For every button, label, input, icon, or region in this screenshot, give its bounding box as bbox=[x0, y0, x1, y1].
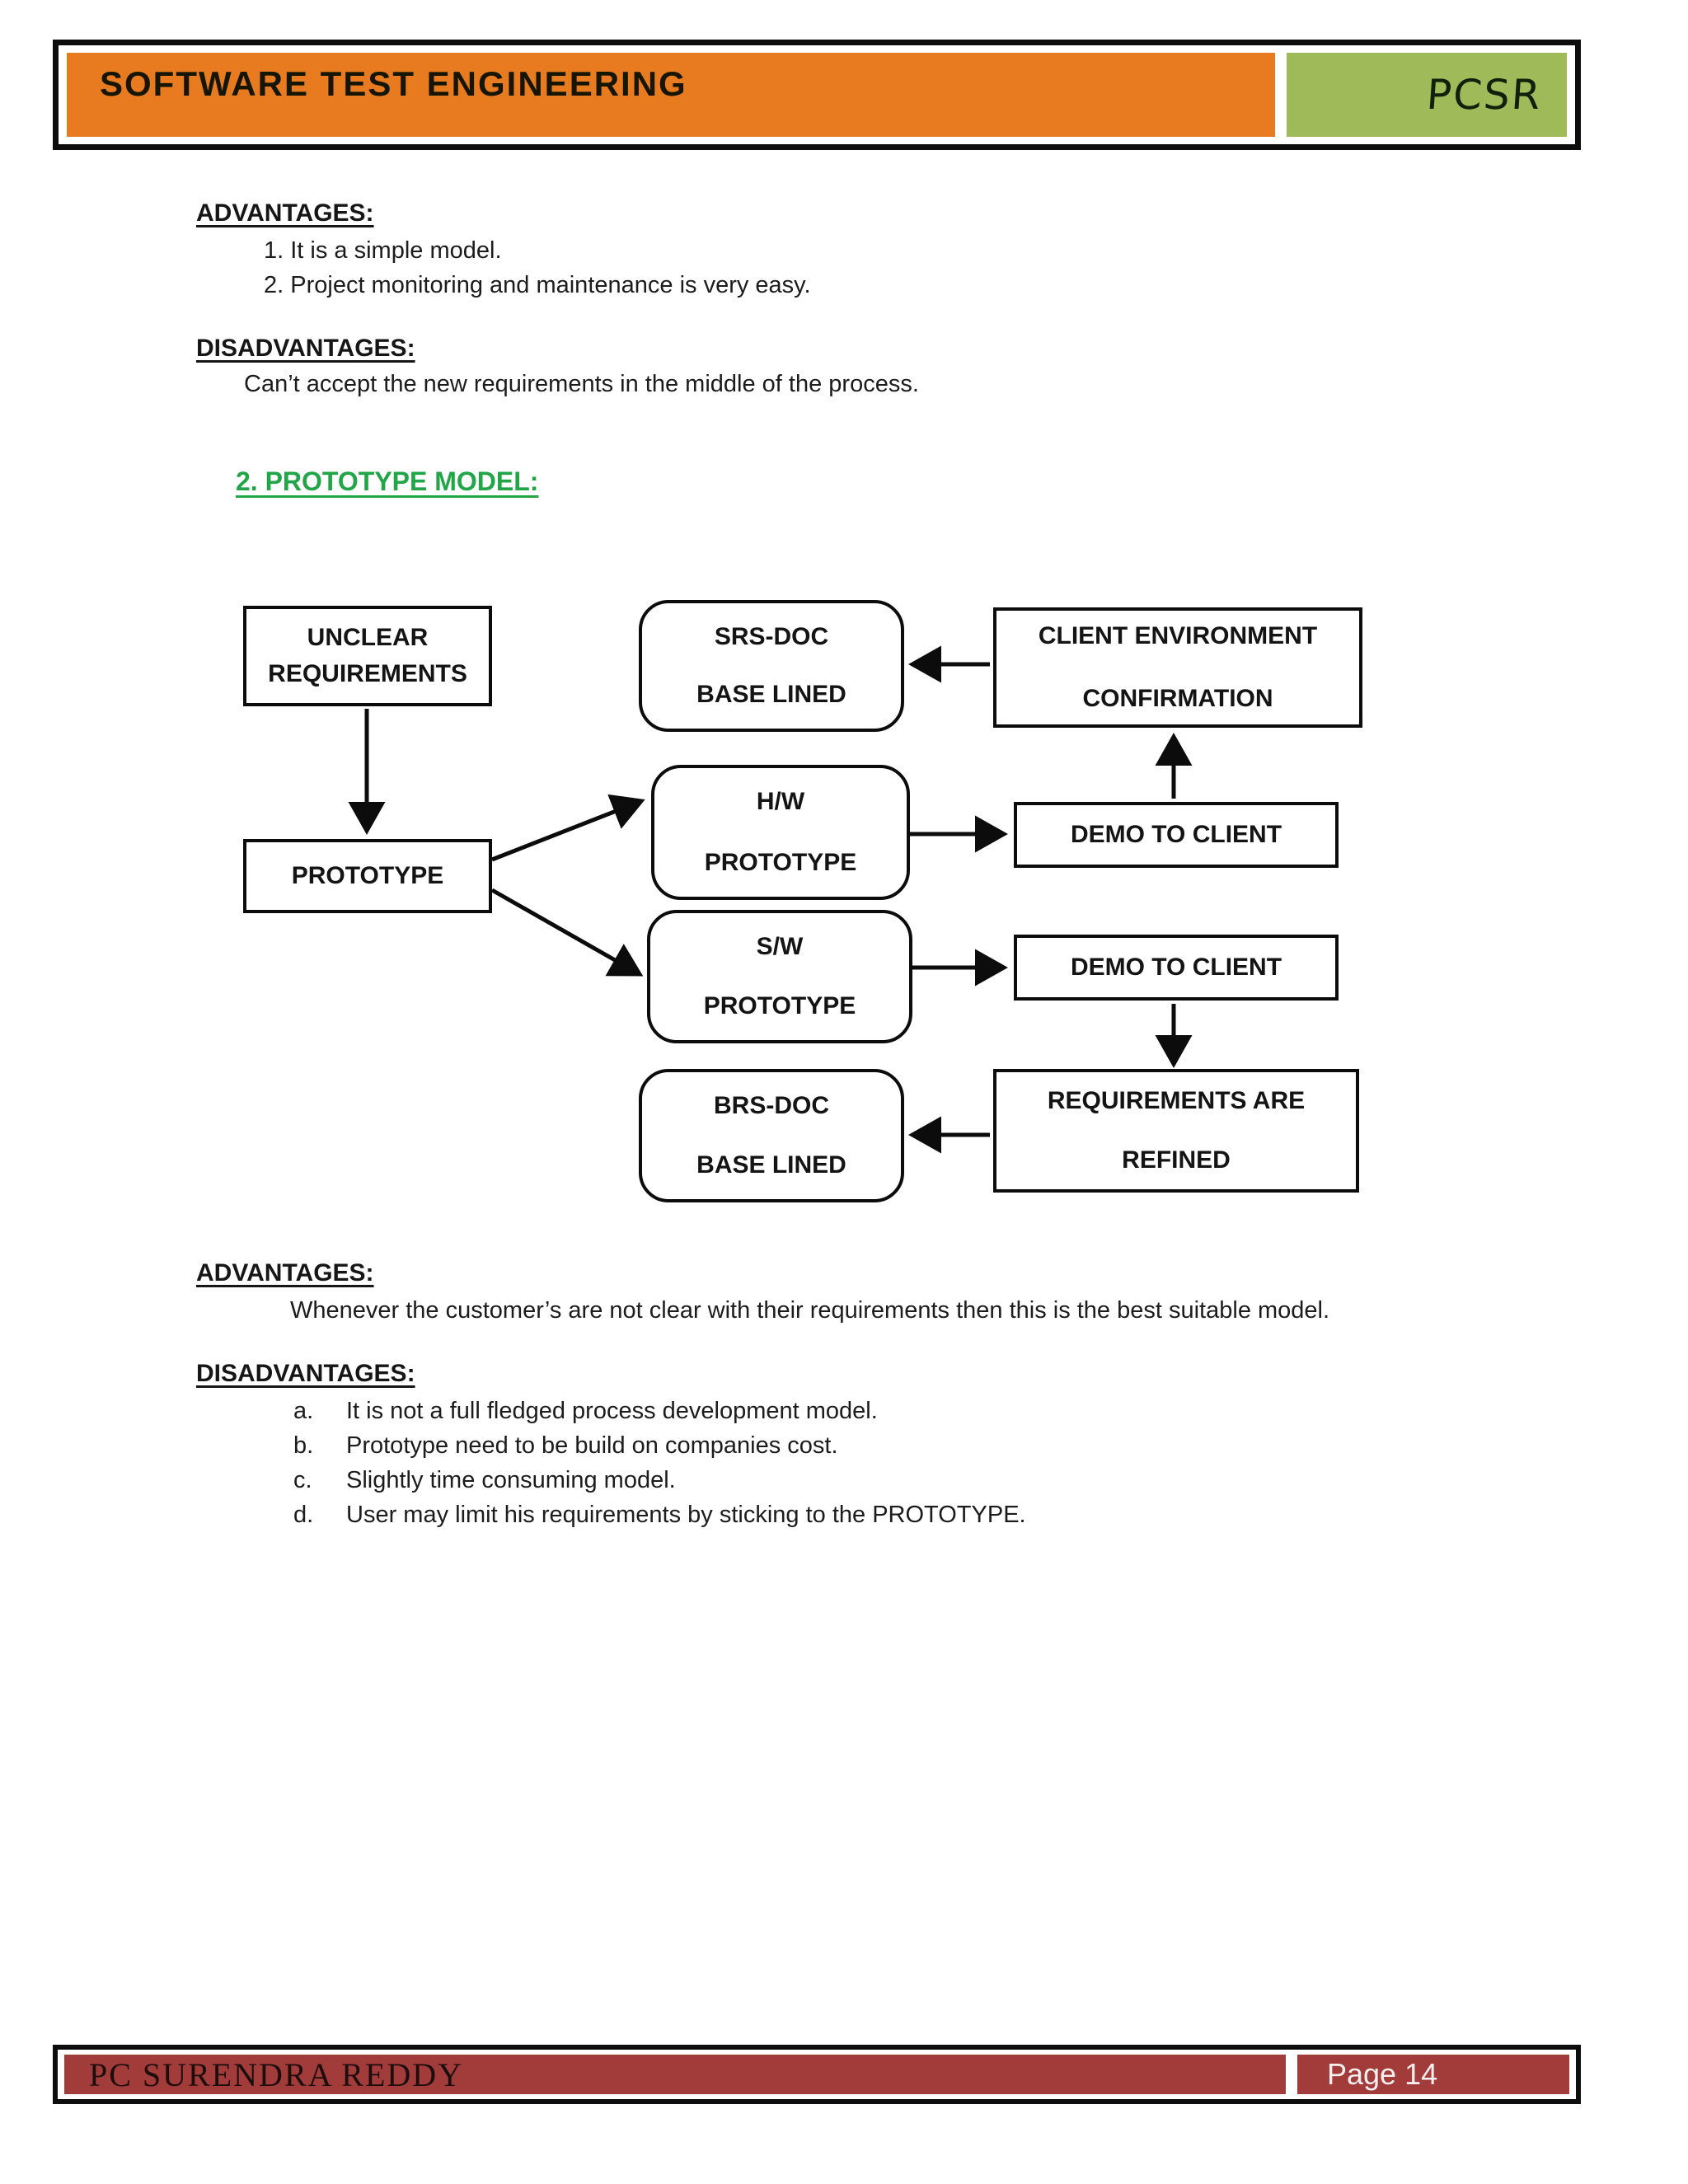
advantages-heading-2: ADVANTAGES: bbox=[196, 1259, 374, 1286]
footer-page-box: Page 14 bbox=[1297, 2055, 1569, 2094]
header-orange-banner: SOFTWARE TEST ENGINEERING bbox=[67, 53, 1275, 137]
prototype-model-heading: 2. PROTOTYPE MODEL: bbox=[236, 466, 539, 496]
flow-box-demo-to-client-top: DEMO TO CLIENT bbox=[1014, 802, 1339, 868]
flow-box-line: H/W bbox=[756, 788, 805, 815]
footer-page-number: Page 14 bbox=[1327, 2057, 1438, 2091]
page-title: SOFTWARE TEST ENGINEERING bbox=[100, 64, 687, 103]
footer-author-bar: PC SURENDRA REDDY bbox=[64, 2055, 1286, 2094]
flow-box-line: DEMO TO CLIENT bbox=[1070, 954, 1282, 981]
arrow-prototype-to-hw bbox=[491, 794, 645, 862]
flow-box-line: REFINED bbox=[1122, 1146, 1231, 1174]
flow-box-brs-doc: BRS-DOC BASE LINED bbox=[639, 1069, 904, 1202]
advantages-text-2: Whenever the customer’s are not clear wi… bbox=[290, 1297, 1330, 1324]
flow-box-sw-prototype: S/W PROTOTYPE bbox=[647, 910, 912, 1043]
flow-box-line: BRS-DOC bbox=[714, 1092, 829, 1119]
flow-box-line: SRS-DOC bbox=[714, 623, 829, 650]
disadvantages-heading-2: DISADVANTAGES: bbox=[196, 1360, 415, 1387]
flow-box-prototype: PROTOTYPE bbox=[243, 839, 492, 913]
list-marker: b. bbox=[293, 1432, 314, 1459]
list-text: Slightly time consuming model. bbox=[346, 1467, 676, 1493]
flow-box-line: CONFIRMATION bbox=[1082, 685, 1273, 712]
disadvantage-item-d: d. User may limit his requirements by st… bbox=[293, 1502, 1026, 1529]
flow-box-demo-to-client-bottom: DEMO TO CLIENT bbox=[1014, 935, 1339, 1001]
list-text: User may limit his requirements by stick… bbox=[346, 1502, 1026, 1528]
flow-box-line: DEMO TO CLIENT bbox=[1070, 821, 1282, 848]
list-text: It is not a full fledged process develop… bbox=[346, 1398, 878, 1424]
list-text: Prototype need to be build on companies … bbox=[346, 1432, 838, 1459]
list-marker: c. bbox=[293, 1467, 312, 1493]
page-footer: PC SURENDRA REDDY Page 14 bbox=[53, 2045, 1581, 2104]
flow-box-srs-doc: SRS-DOC BASE LINED bbox=[639, 600, 904, 732]
flow-box-unclear-requirements: UNCLEAR REQUIREMENTS bbox=[243, 606, 492, 706]
disadvantages-heading-1: DISADVANTAGES: bbox=[196, 335, 415, 362]
flow-box-line: REQUIREMENTS ARE bbox=[1047, 1087, 1306, 1114]
advantages-heading-1: ADVANTAGES: bbox=[196, 199, 374, 227]
flow-box-line: S/W bbox=[756, 933, 804, 960]
flow-box-line: PROTOTYPE bbox=[703, 992, 856, 1019]
flow-box-line: UNCLEAR bbox=[307, 624, 429, 651]
disadvantage-item-c: c. Slightly time consuming model. bbox=[293, 1467, 676, 1494]
flow-box-line: BASE LINED bbox=[696, 681, 846, 708]
flow-box-hw-prototype: H/W PROTOTYPE bbox=[651, 765, 910, 900]
list-marker: a. bbox=[293, 1398, 314, 1424]
advantages-item-1: 1. It is a simple model. bbox=[264, 237, 502, 264]
arrow-prototype-to-sw bbox=[490, 888, 644, 977]
disadvantage-item-a: a. It is not a full fledged process deve… bbox=[293, 1398, 878, 1425]
disadvantage-item-b: b. Prototype need to be build on compani… bbox=[293, 1432, 838, 1460]
list-marker: d. bbox=[293, 1502, 314, 1528]
flow-box-line: CLIENT ENVIRONMENT bbox=[1038, 622, 1318, 649]
flow-box-line: PROTOTYPE bbox=[704, 849, 857, 876]
header-logo-box: PCSR bbox=[1287, 53, 1567, 137]
advantages-item-2: 2. Project monitoring and maintenance is… bbox=[264, 272, 811, 298]
page-header: SOFTWARE TEST ENGINEERING PCSR bbox=[53, 40, 1581, 150]
flow-box-requirements-refined: REQUIREMENTS ARE REFINED bbox=[993, 1069, 1359, 1193]
flow-box-line: PROTOTYPE bbox=[291, 862, 444, 889]
footer-author: PC SURENDRA REDDY bbox=[89, 2055, 464, 2093]
logo-text: PCSR bbox=[1425, 71, 1545, 119]
flow-box-line: BASE LINED bbox=[696, 1151, 846, 1179]
disadvantages-text-1: Can’t accept the new requirements in the… bbox=[244, 371, 919, 397]
flow-box-client-environment: CLIENT ENVIRONMENT CONFIRMATION bbox=[993, 607, 1362, 728]
flow-box-line: REQUIREMENTS bbox=[268, 660, 467, 687]
